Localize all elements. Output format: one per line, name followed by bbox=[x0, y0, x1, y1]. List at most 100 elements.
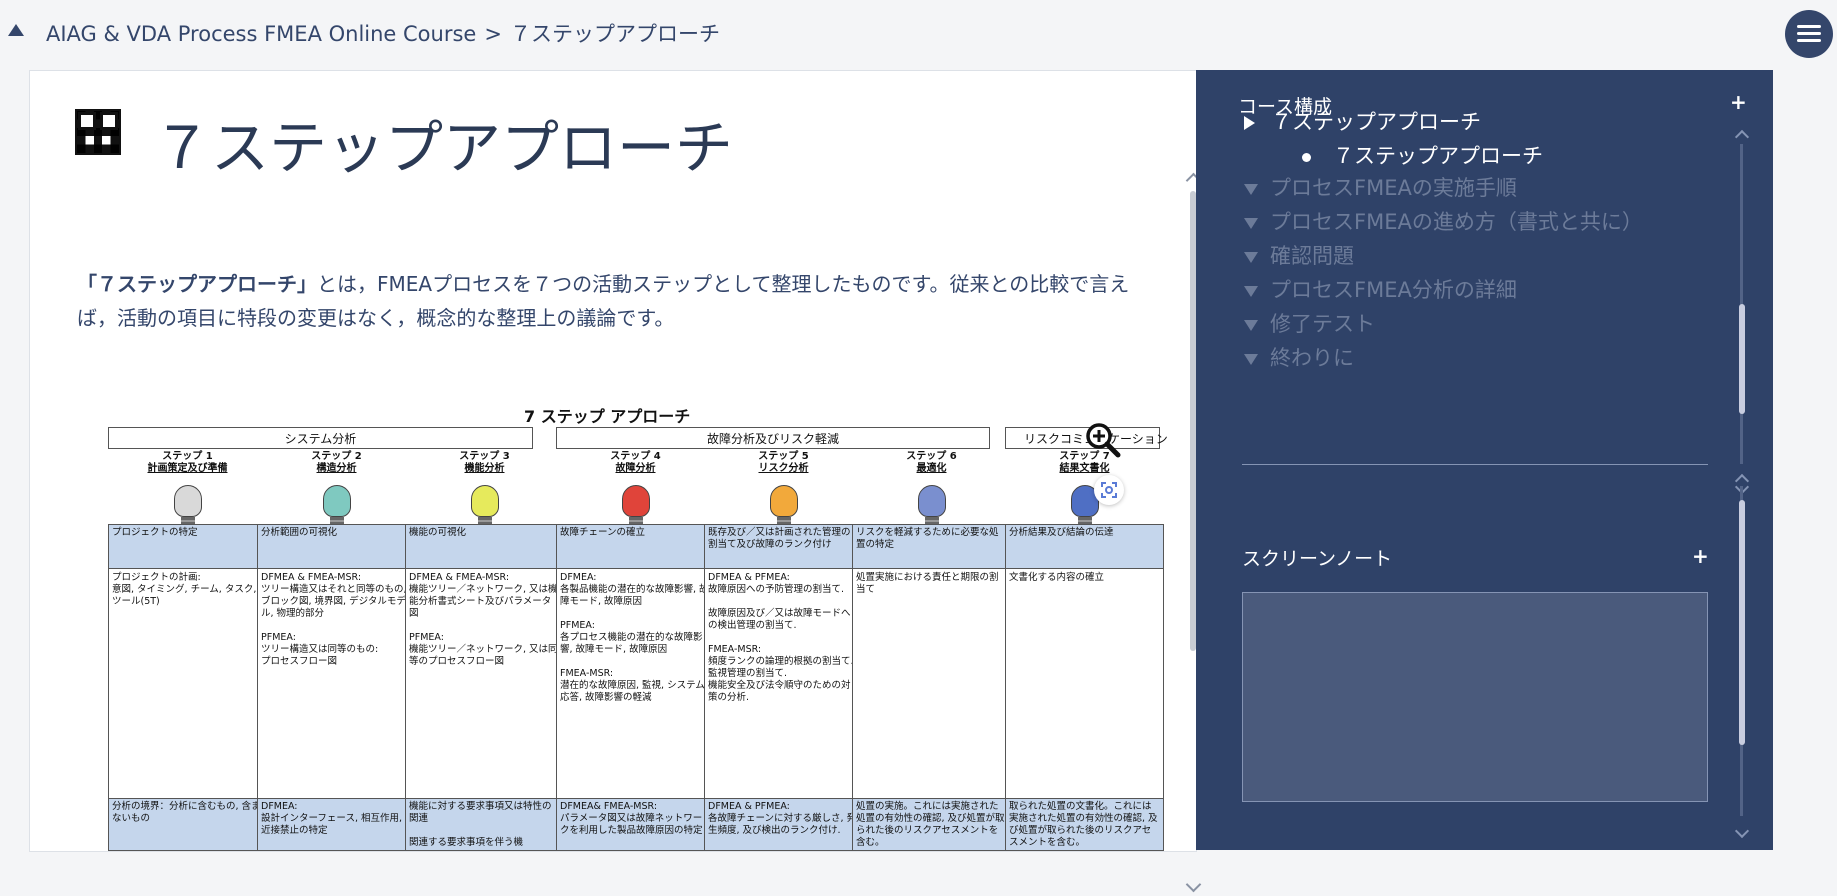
screen-notes-add-button[interactable]: + bbox=[1692, 544, 1709, 568]
step-box-footer: 分析の境界：分析に含むもの, 含まないもの bbox=[109, 798, 266, 850]
step-label: ステップ 2 bbox=[311, 451, 362, 462]
top-bar: AIAG & VDA Process FMEA Online Course>７ス… bbox=[0, 0, 1837, 64]
menu-icon-line bbox=[1797, 39, 1821, 42]
course-tree-scrollbar[interactable] bbox=[1734, 128, 1750, 498]
tree-item-final-test[interactable]: 修了テスト bbox=[1244, 308, 1375, 338]
bulb-glass bbox=[322, 485, 351, 517]
course-tree: ７ステップアプローチ ７ステップアプローチ プロセスFMEAの実施手順 プロセス… bbox=[1238, 110, 1708, 474]
collapse-up-icon[interactable] bbox=[8, 24, 24, 36]
tree-item-label: ７ステップアプローチ bbox=[1333, 144, 1543, 168]
step-box-footer: DFMEA& FMEA-MSR: パラメータ図又は故障ネットワークを利用した製品… bbox=[557, 798, 714, 850]
step-box-header: プロジェクトの特定 bbox=[109, 525, 266, 569]
diagram-title: 7 ステップ アプローチ bbox=[524, 407, 691, 426]
step-label: ステップ 3 bbox=[459, 451, 510, 462]
step-box-footer: DFMEA: 設計インターフェース, 相互作用, 近接禁止の特定 bbox=[258, 798, 415, 850]
course-outline-expand-button[interactable]: + bbox=[1730, 90, 1747, 114]
step-box-footer: 機能に対する要求事項又は特性の関連 関連する要求事項を伴う機 bbox=[406, 798, 563, 850]
notes-scroll-thumb[interactable] bbox=[1739, 500, 1745, 745]
tree-item-label: 修了テスト bbox=[1270, 312, 1375, 336]
step-box-header: 機能の可視化 bbox=[406, 525, 563, 569]
tree-item-seven-step-section[interactable]: ７ステップアプローチ bbox=[1244, 106, 1481, 136]
bulb-glass bbox=[621, 485, 650, 517]
step-box-body: DFMEA & PFMEA: 故障原因への予防管理の割当て. 故障原因及び／又は… bbox=[708, 572, 854, 703]
tree-item-pfmea-method[interactable]: プロセスFMEAの進め方（書式と共に） bbox=[1244, 206, 1643, 236]
step-name: 故障分析 bbox=[615, 463, 656, 474]
step-label: ステップ 1 bbox=[162, 451, 213, 462]
step-box: 分析結果及び結論の伝達文書化する内容の確立取られた処置の文書化。これには実施され… bbox=[1005, 524, 1164, 851]
notes-scrollbar[interactable] bbox=[1734, 470, 1750, 845]
bulb-glass bbox=[769, 485, 798, 517]
zoom-in-icon[interactable] bbox=[1084, 421, 1122, 459]
bullet-icon bbox=[1302, 152, 1311, 162]
scan-glyph bbox=[1101, 482, 1117, 498]
step-box-header: 分析範囲の可視化 bbox=[258, 525, 415, 569]
step-label: ステップ 4 bbox=[610, 451, 661, 462]
collapsed-triangle-icon bbox=[1244, 217, 1258, 229]
step-label: ステップ 6 bbox=[906, 451, 957, 462]
course-tree-scroll-thumb[interactable] bbox=[1739, 304, 1745, 414]
course-sidebar: コース構成 + ７ステップアプローチ ７ステップアプローチ プロセスFMEAの実… bbox=[1196, 70, 1773, 850]
tree-item-pfmea-procedure[interactable]: プロセスFMEAの実施手順 bbox=[1244, 172, 1517, 202]
seven-step-diagram: 7 ステップ アプローチ システム分析 故障分析及びリスク軽減 リスクコミュニケ… bbox=[77, 401, 1168, 851]
page-title: ７ステップアプローチ bbox=[153, 114, 734, 182]
tree-item-closing[interactable]: 終わりに bbox=[1244, 342, 1354, 372]
step-box-header: 既存及び／又は計画された管理の割当て及び故障のランク付け bbox=[705, 525, 862, 569]
tree-item-current-lesson[interactable]: ７ステップアプローチ bbox=[1302, 140, 1543, 170]
bulb-glass bbox=[470, 485, 499, 517]
tree-item-quiz[interactable]: 確認問題 bbox=[1244, 240, 1354, 270]
breadcrumb: AIAG & VDA Process FMEA Online Course>７ス… bbox=[46, 18, 720, 48]
tree-item-label: プロセスFMEAの進め方（書式と共に） bbox=[1270, 210, 1643, 234]
bulb-glass bbox=[173, 485, 202, 517]
group-risk-communication: リスクコミュニケーション bbox=[1005, 427, 1168, 449]
step-box-body: DFMEA & FMEA-MSR: 機能ツリー／ネットワーク, 又は機能分析書式… bbox=[409, 572, 558, 667]
image-scan-icon[interactable] bbox=[1094, 475, 1124, 505]
content-panel: ７ステップアプローチ 「７ステップアプローチ」とは，FMEAプロセスを７つの活動… bbox=[29, 70, 1202, 893]
intro-rest: とは，FMEAプロセスを７つの活動ステップとして整理したものです。従来との比較で… bbox=[77, 272, 1130, 330]
expanded-triangle-icon bbox=[1244, 116, 1255, 130]
tree-item-label: ７ステップアプローチ bbox=[1271, 110, 1481, 134]
collapsed-triangle-icon bbox=[1244, 319, 1258, 331]
step-box: リスクを軽減するために必要な処置の特定処置実施における責任と期限の割当て処置の実… bbox=[852, 524, 1011, 851]
content-scrollbar[interactable] bbox=[1185, 171, 1202, 896]
collapsed-triangle-icon bbox=[1244, 285, 1258, 297]
step-box-body: DFMEA: 各製品機能の潜在的な故障影響, 故障モード, 故障原因 PFMEA… bbox=[560, 572, 709, 703]
step-label: ステップ 5 bbox=[758, 451, 809, 462]
scroll-up-icon[interactable] bbox=[1734, 129, 1750, 145]
breadcrumb-separator: > bbox=[484, 22, 502, 46]
step-name: 構造分析 bbox=[316, 463, 357, 474]
screen-notes-textarea[interactable] bbox=[1242, 592, 1708, 802]
step-box-header: リスクを軽減するために必要な処置の特定 bbox=[853, 525, 1010, 569]
qr-code-icon[interactable] bbox=[75, 109, 121, 155]
tree-item-label: 確認問題 bbox=[1270, 244, 1354, 268]
bulb-glass bbox=[1070, 485, 1099, 517]
collapsed-triangle-icon bbox=[1244, 353, 1258, 365]
hamburger-menu-button[interactable] bbox=[1785, 10, 1833, 58]
menu-icon-line bbox=[1797, 32, 1821, 35]
tree-item-pfmea-details[interactable]: プロセスFMEA分析の詳細 bbox=[1244, 274, 1517, 304]
breadcrumb-course-link[interactable]: AIAG & VDA Process FMEA Online Course bbox=[46, 22, 477, 46]
tree-item-label: 終わりに bbox=[1270, 346, 1354, 370]
group-system-analysis: システム分析 bbox=[108, 427, 533, 449]
step-label: ステップ 7 bbox=[1059, 451, 1110, 462]
bulb-glass bbox=[917, 485, 946, 517]
step-box-footer: 処置の実施。これには実施された処置の有効性の確認, 及び処置が取られた後のリスク… bbox=[853, 798, 1010, 850]
step-box-header: 故障チェーンの確立 bbox=[557, 525, 714, 569]
step-box-header: 分析結果及び結論の伝達 bbox=[1006, 525, 1163, 569]
step-name: 結果文書化 bbox=[1059, 463, 1110, 474]
step-box-footer: DFMEA & PFMEA: 各故障チェーンに対する厳しさ, 発生頻度, 及び検… bbox=[705, 798, 862, 850]
step-box-body: DFMEA & FMEA-MSR: ツリー構造又はそれと同等のもの, ブロック図… bbox=[261, 572, 407, 667]
sidebar-divider bbox=[1242, 464, 1708, 465]
scroll-down-icon[interactable] bbox=[1185, 876, 1202, 893]
scroll-down-icon[interactable] bbox=[1734, 823, 1750, 839]
content-scroll-thumb[interactable] bbox=[1190, 191, 1196, 651]
step-name: 機能分析 bbox=[464, 463, 505, 474]
